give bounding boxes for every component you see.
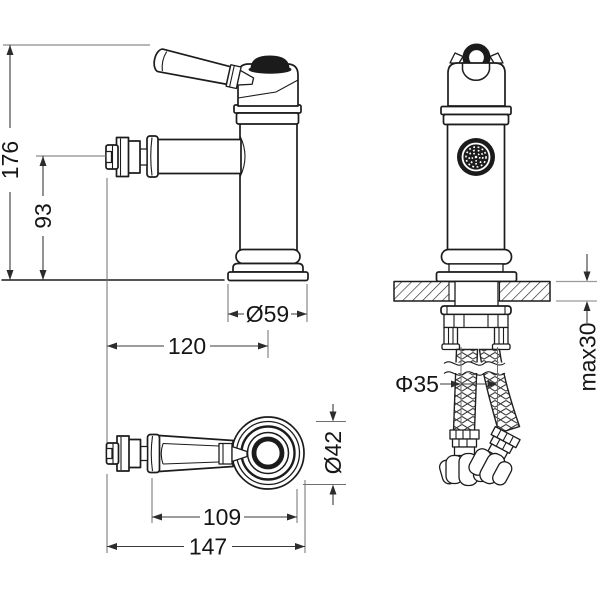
stud-right [493, 326, 509, 346]
handle-neck [236, 69, 255, 86]
side-view: 176 93 Ø59 120 [0, 44, 309, 443]
front-base-neck [448, 263, 504, 273]
top-handle-grip-lines [160, 442, 220, 465]
dim-spout-height: 93 [30, 155, 106, 280]
front-view: Φ35 max30 [393, 43, 600, 487]
total-height-label: 176 [0, 141, 23, 179]
base-plate [227, 271, 309, 282]
head-cap-dome [250, 55, 290, 69]
base-ring [235, 248, 301, 265]
washer [440, 305, 512, 316]
base-flare [232, 262, 304, 273]
side-view-faucet [1, 48, 309, 282]
dim-base-diameter: Ø59 [227, 284, 308, 327]
top-view-faucet [105, 416, 305, 490]
top-aerator-cap-notch [105, 447, 113, 460]
spout-flare [146, 135, 159, 178]
aerator-cap-notch [105, 150, 113, 164]
handle-grip [153, 48, 232, 86]
supply-hoses [438, 348, 521, 487]
top-aerator-neck [139, 445, 149, 462]
dim-overall-length: 147 [106, 474, 306, 560]
aerator-neck [139, 148, 148, 166]
depth-label: 120 [168, 333, 206, 359]
handle-fork [461, 62, 491, 81]
top-handle-ferrule [218, 442, 233, 465]
lever-handle [153, 48, 255, 90]
hose-break-mark [443, 361, 506, 366]
hose-left [452, 348, 479, 432]
deck-hatch-left [394, 281, 449, 301]
head-cap-band [248, 65, 292, 74]
handle-wing-right [489, 52, 504, 64]
front-collar [442, 113, 510, 126]
top-aerator-ring-inner [127, 438, 142, 469]
dim-hole-diameter: Φ35 [395, 347, 498, 425]
aerator-face [457, 138, 495, 176]
top-view: Ø42 109 147 [105, 404, 346, 560]
hose-fitting-right [468, 425, 521, 486]
head-chamfer-line [237, 79, 299, 99]
dim-total-height: 176 [0, 44, 150, 280]
hose-break-gap [444, 362, 506, 373]
aerator-ring-inner [127, 140, 141, 174]
neck-collar [235, 112, 300, 125]
dim-body-diameter: Ø42 [303, 404, 346, 505]
spout-height-label: 93 [30, 203, 56, 229]
spout-reach-label: 109 [203, 504, 241, 530]
deck-hatch-right [499, 281, 550, 301]
stud-foot-left [441, 343, 461, 351]
dim-deck-thickness: max30 [556, 254, 600, 392]
locknut-band [443, 313, 509, 329]
stud-foot-right [491, 343, 511, 351]
front-collar-top [440, 105, 512, 116]
dim-depth: 120 [106, 178, 269, 443]
front-view-faucet [435, 43, 518, 283]
mounting-deck [393, 280, 551, 351]
top-spout-hub [251, 436, 285, 470]
overall-length-label: 147 [189, 534, 227, 560]
threaded-shank [454, 280, 499, 308]
dim-spout-reach: 109 [151, 478, 298, 530]
body-column [239, 121, 298, 253]
spout-tube [155, 138, 242, 175]
front-base-ring [440, 248, 513, 265]
front-head [447, 62, 506, 107]
spout-body-joint-arc [239, 135, 246, 178]
hole-diameter-label: Φ35 [395, 371, 439, 397]
handle-wing-left [449, 52, 464, 64]
front-base-plate [435, 271, 518, 283]
top-handle-neck [231, 445, 248, 463]
deck-thickness-label: max30 [575, 322, 600, 391]
base-diameter-label: Ø59 [246, 301, 289, 327]
top-spout-flare [146, 433, 161, 474]
body-diameter-label: Ø42 [320, 431, 346, 474]
stud-left [443, 326, 459, 346]
